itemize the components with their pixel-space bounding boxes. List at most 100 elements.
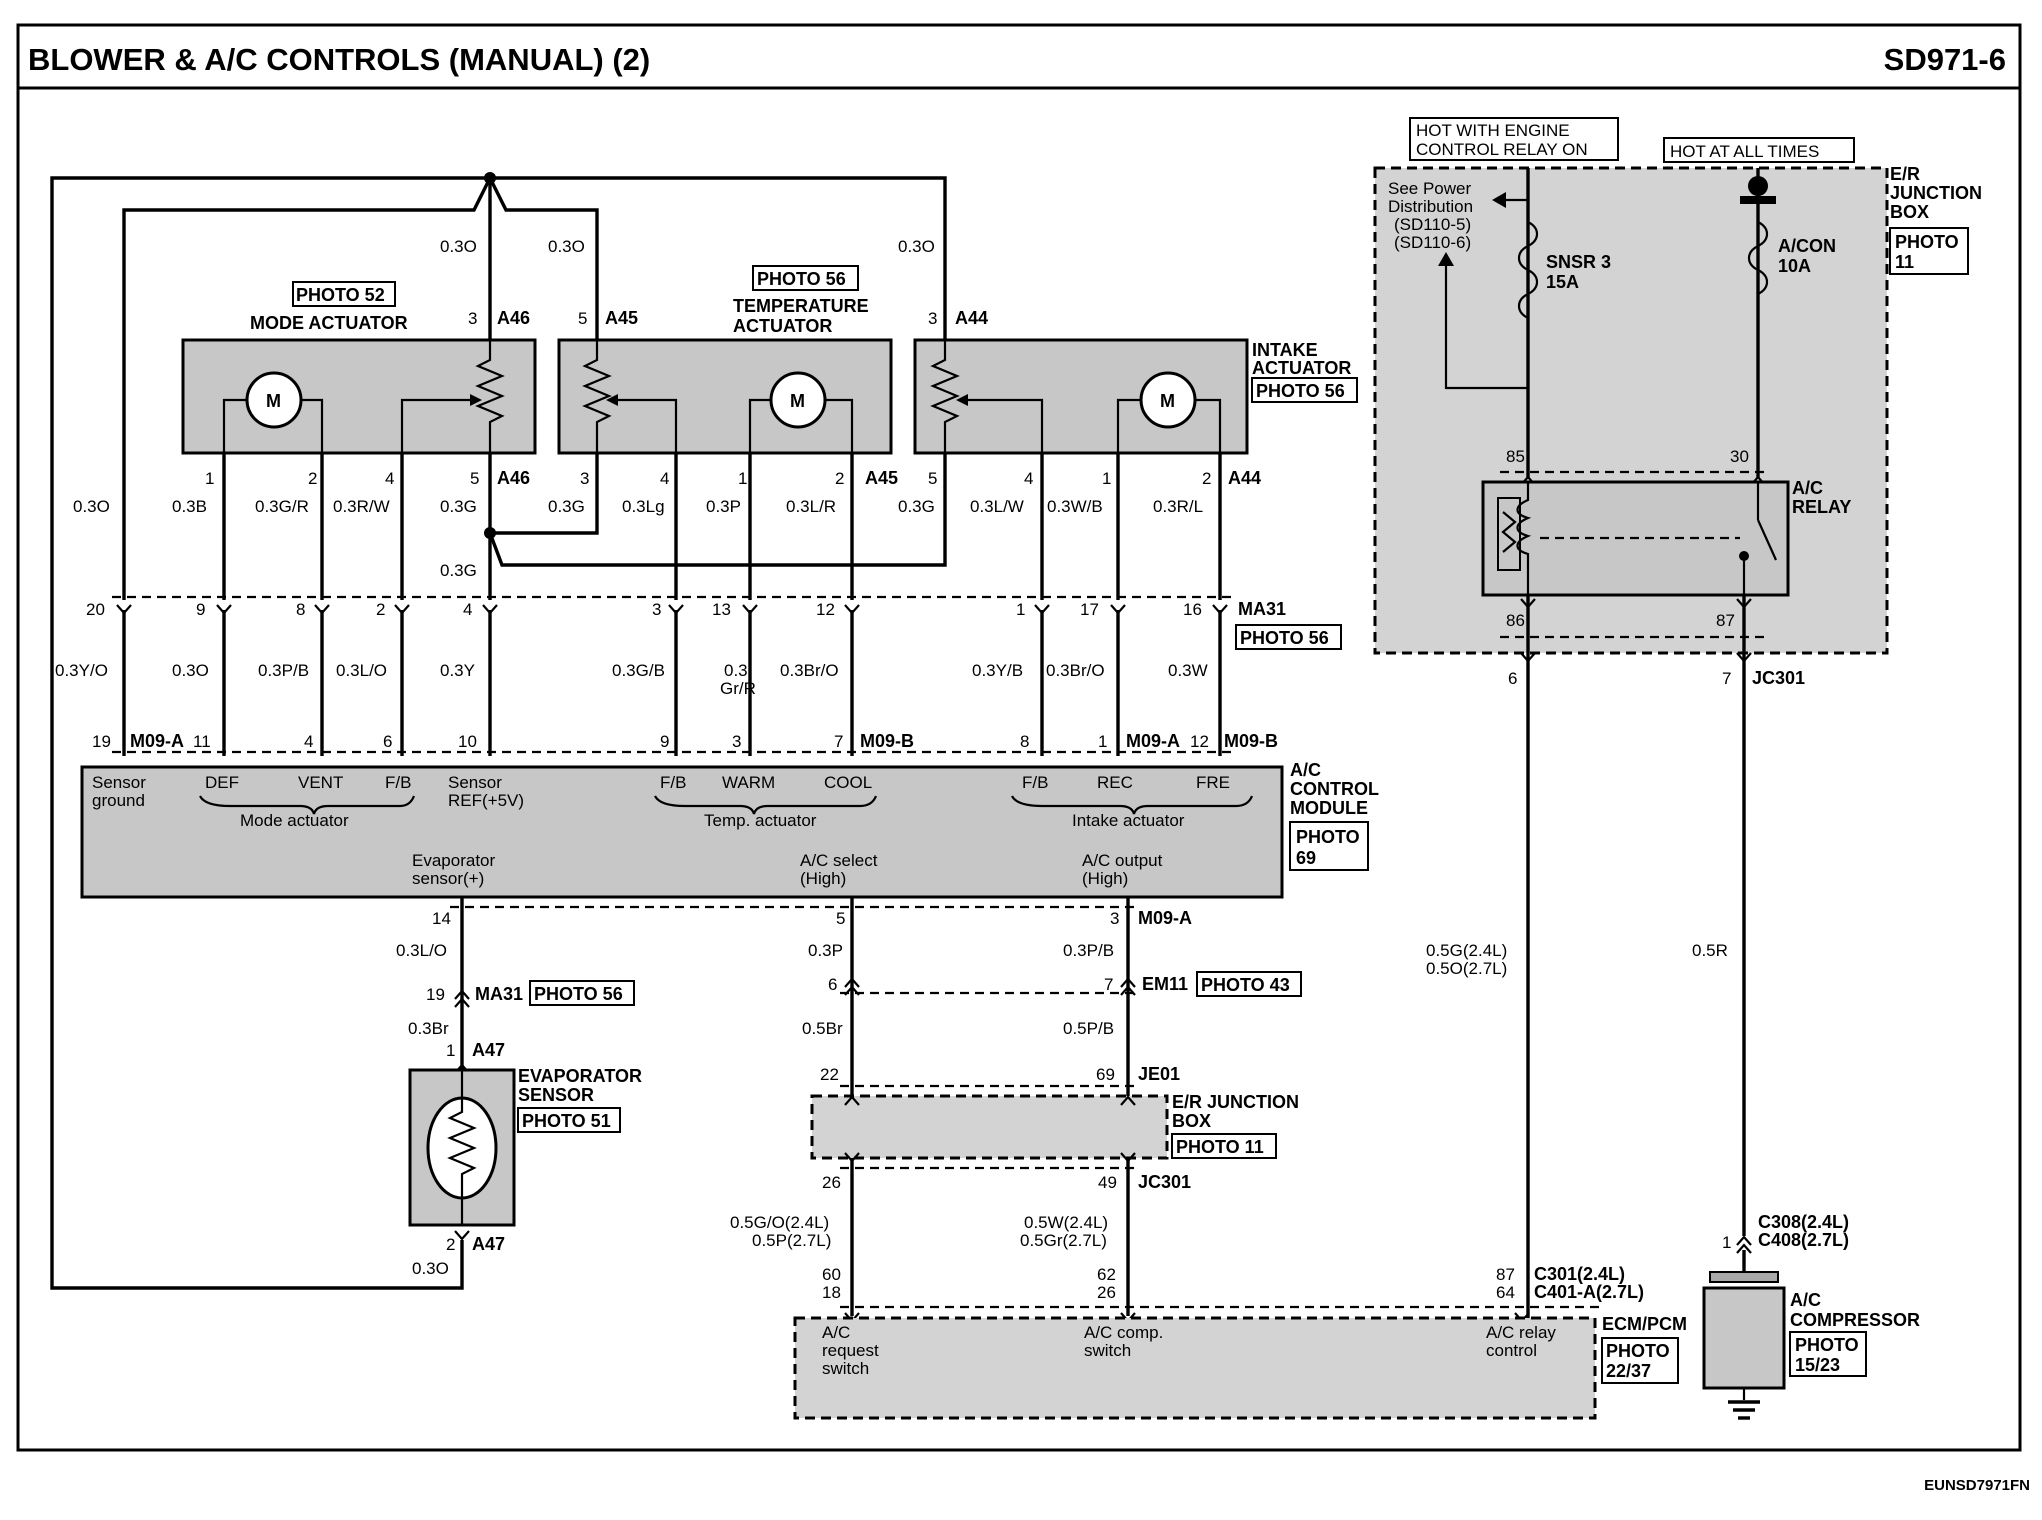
er-box-name: E/R [1890,164,1920,184]
fuse1-name: SNSR 3 [1546,252,1611,272]
connector-ma31[interactable]: 20 9 8 2 4 3 13 12 1 17 16 MA31 PHOTO 56 [86,595,1342,650]
wire-label: 0.3L/O [336,661,387,680]
conn-a44-bottom: A44 [1228,468,1261,488]
module-pin: 14 [432,909,451,928]
relay-pin: 85 [1506,447,1525,466]
wire-label: 0.3P [808,941,843,960]
ma31-pin: 17 [1080,600,1099,619]
comp-switch-label: switch [1084,1341,1131,1360]
page-code: SD971-6 [1884,42,2006,77]
pin-label: 1 [738,469,747,488]
intake-actuator[interactable]: INTAKE ACTUATOR PHOTO 56 3 A44 M 5 4 1 2… [913,308,1358,488]
module-photo: 69 [1296,848,1316,868]
pin-label: 26 [822,1173,841,1192]
ac-control-module[interactable]: 19 M09-A 11 4 6 10 9 3 7 M09-B 8 1 M09-A… [80,731,1379,928]
ecm-pcm[interactable]: A/C request switch A/C comp. switch A/C … [793,1305,1687,1420]
pin-label: 7 [1104,975,1113,994]
see-power-label: (SD110-5) [1394,215,1471,234]
ma31-pin: 13 [712,600,731,619]
mode-actuator[interactable]: PHOTO 52 MODE ACTUATOR 3 A46 M 1 2 4 5 A… [181,281,537,488]
er-junction-photo: PHOTO 11 [1176,1137,1264,1157]
wire-label: 0.5G/O(2.4L) [730,1213,829,1232]
relay-pin: 86 [1506,611,1525,630]
pin-label: 2 [446,1235,455,1254]
pin-label: 2 [308,469,317,488]
em11-photo: PHOTO 43 [1201,975,1290,995]
module-pin: 5 [836,909,845,928]
module-pin: 8 [1020,732,1029,751]
relay-pin: 30 [1730,447,1749,466]
er-junction-box-right[interactable]: HOT WITH ENGINE CONTROL RELAY ON HOT AT … [1373,117,1982,688]
vent-label: VENT [298,773,343,792]
wire-label: 0.3O [73,497,110,516]
ecm-branches[interactable]: 0.3P 0.3P/B 6 7 EM11 PHOTO 43 0.5Br 0.5P… [730,897,1302,1316]
wire-label-top-a46: 0.3O [440,237,477,256]
ac-output-label: A/C output [1082,851,1163,870]
wire-label: 0.3R/W [333,497,390,516]
module-conn-m09b: M09-B [1224,731,1278,751]
wire-label: 0.3G [440,497,477,516]
wire-label: 0.3Br/O [1046,661,1105,680]
conn-a46-bottom: A46 [497,468,530,488]
warm-label: WARM [722,773,775,792]
relay-coil-icon [1516,482,1532,595]
sensor-ground-label: Sensor [92,773,146,792]
conn-a45-top: A45 [605,308,638,328]
relay-name: A/C [1792,478,1823,498]
pin-label: 1 [1722,1233,1731,1252]
module-pin: 9 [660,732,669,751]
pin-label: 3 [580,469,589,488]
evaporator-branch[interactable]: 0.3L/O 19 MA31 PHOTO 56 0.3Br 1 A47 EVAP… [396,897,642,1278]
req-switch-label: request [822,1341,879,1360]
wire-label: 0.3 [724,661,748,680]
pin-label: 4 [660,469,669,488]
evap-photo: PHOTO 51 [522,1111,611,1131]
module-name: MODULE [1290,798,1368,818]
req-switch-label: A/C [822,1323,850,1342]
motor-glyph: M [1160,391,1175,411]
module-photo: PHOTO [1296,827,1360,847]
relay-name: RELAY [1792,497,1851,517]
evap-sensor-name: SENSOR [518,1085,594,1105]
wire-label: 0.3Y/O [55,661,108,680]
pin-label: 64 [1496,1283,1515,1302]
cool-label: COOL [824,773,872,792]
header: BLOWER & A/C CONTROLS (MANUAL) (2) SD971… [16,23,2030,1494]
potentiometer-icon [475,340,505,453]
compressor-name: A/C [1790,1290,1821,1310]
actuator-wires: 0.3O 0.3B 0.3G/R 0.3R/W 0.3G 0.3G 0.3Lg … [73,453,1222,600]
module-name: A/C [1290,760,1321,780]
fuse2-amp: 10A [1778,256,1811,276]
see-power-label: (SD110-6) [1394,233,1471,252]
wire-label: 0.3P/B [1063,941,1114,960]
pin-label: 4 [1024,469,1033,488]
wire-label: 0.3G [440,561,477,580]
pin-label: 60 [822,1265,841,1284]
module-conn-m09a: M09-A [1138,908,1192,928]
module-pin: 19 [92,732,111,751]
intake-name-1: INTAKE [1252,340,1318,360]
wire-label: 0.3R/L [1153,497,1203,516]
pin-label: 26 [1097,1283,1116,1302]
pin-label: 18 [822,1283,841,1302]
conn-a44-top: A44 [955,308,988,328]
temperature-actuator[interactable]: PHOTO 56 TEMPERATURE ACTUATOR 5 A45 M 3 … [557,265,898,488]
ac-compressor[interactable]: 1 C308(2.4L) C408(2.7L) A/C COMPRESSOR P… [1702,1212,1920,1420]
ma31-label: MA31 [475,984,523,1004]
wire-label: 0.3B [172,497,207,516]
comp-switch-label: A/C comp. [1084,1323,1163,1342]
pin-label: 3 [928,309,937,328]
wire-label: 0.5W(2.4L) [1024,1213,1108,1232]
pin-label: 49 [1098,1173,1117,1192]
er-box-name: JUNCTION [1890,183,1982,203]
relay-control-label: control [1486,1341,1537,1360]
evap-sensor-label: Evaporator [412,851,495,870]
jc301-label: JC301 [1138,1172,1191,1192]
ecm-photo: PHOTO [1606,1341,1670,1361]
potentiometer-icon [930,340,960,453]
module-pin: 3 [1110,909,1119,928]
jc301-pin: 6 [1508,669,1517,688]
c408-label: C408(2.7L) [1758,1230,1849,1250]
wire-label: 0.3G/B [612,661,665,680]
module-pin: 11 [193,732,211,751]
